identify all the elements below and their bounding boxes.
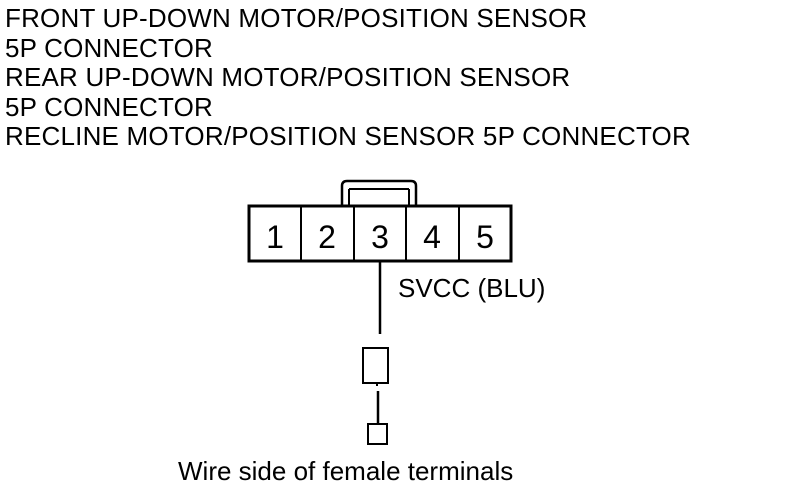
- pin-1: 1: [266, 219, 284, 255]
- connector-title: FRONT UP-DOWN MOTOR/POSITION SENSOR 5P C…: [5, 3, 691, 152]
- title-line-3: REAR UP-DOWN MOTOR/POSITION SENSOR: [5, 62, 571, 92]
- title-line-5: RECLINE MOTOR/POSITION SENSOR 5P CONNECT…: [5, 121, 691, 151]
- diagram-caption: Wire side of female terminals: [178, 456, 514, 486]
- connector-lock-tab: [340, 179, 418, 206]
- pin-5: 5: [476, 219, 494, 255]
- probe-tip: [367, 423, 388, 445]
- pin-4: 4: [423, 219, 441, 255]
- female-terminal: [362, 347, 389, 384]
- title-line-2: 5P CONNECTOR: [5, 32, 214, 63]
- pin-2: 2: [318, 219, 336, 255]
- wire-label: SVCC (BLU): [398, 273, 545, 303]
- title-line-4: 5P CONNECTOR: [5, 91, 214, 122]
- connector-body: [247, 204, 513, 263]
- title-line-1: FRONT UP-DOWN MOTOR/POSITION SENSOR: [5, 3, 588, 33]
- pin-3: 3: [371, 219, 389, 255]
